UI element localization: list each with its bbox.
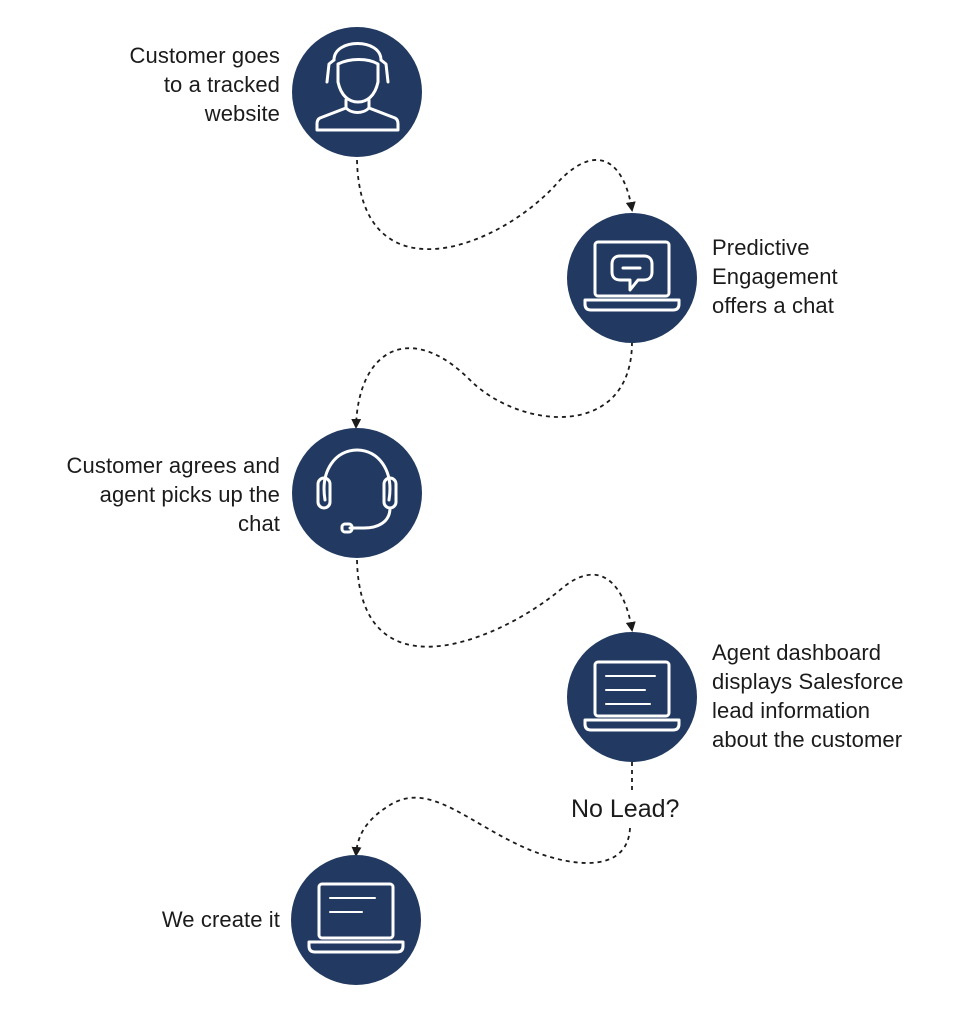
step-1-label-line: to a tracked bbox=[163, 72, 280, 97]
step-1-label: Customer goes to a tracked website bbox=[130, 41, 280, 128]
step-3-label-line: Customer agrees and bbox=[66, 453, 280, 478]
connector-step2-step3 bbox=[351, 341, 633, 429]
step-2-node bbox=[567, 213, 697, 343]
step-1-circle bbox=[292, 27, 422, 157]
step-4-label-line: lead information bbox=[712, 698, 871, 723]
step-4-label-line: Agent dashboard bbox=[712, 640, 882, 665]
step-2-label: Predictive Engagement offers a chat bbox=[712, 233, 838, 320]
step-2-circle bbox=[567, 213, 697, 343]
step-1-label-line: Customer goes bbox=[129, 43, 280, 68]
customer-icon bbox=[315, 42, 400, 132]
step-5-circle bbox=[291, 855, 421, 985]
decision-label: No Lead? bbox=[571, 795, 680, 823]
step-2-label-line: offers a chat bbox=[712, 293, 834, 318]
step-4-label: Agent dashboard displays Salesforce lead… bbox=[712, 638, 903, 754]
step-1-label-line: website bbox=[204, 101, 280, 126]
laptop-document-icon bbox=[307, 882, 405, 954]
step-3-label-line: chat bbox=[238, 511, 280, 536]
step-2-label-line: Predictive bbox=[712, 235, 810, 260]
connector-step3-step4 bbox=[356, 559, 636, 648]
step-5-label-line: We create it bbox=[161, 907, 280, 932]
step-5-label: We create it bbox=[162, 905, 280, 934]
headset-icon bbox=[316, 448, 398, 534]
step-3-circle bbox=[292, 428, 422, 558]
step-4-label-line: about the customer bbox=[712, 727, 903, 752]
laptop-dashboard-icon bbox=[583, 660, 681, 732]
step-3-node bbox=[292, 428, 422, 558]
laptop-chat-icon bbox=[583, 240, 681, 312]
step-3-label-line: agent picks up the bbox=[99, 482, 280, 507]
step-1-node bbox=[292, 27, 422, 157]
step-2-label-line: Engagement bbox=[712, 264, 838, 289]
connector-decision-step5 bbox=[351, 796, 631, 864]
step-4-circle bbox=[567, 632, 697, 762]
step-4-label-line: displays Salesforce bbox=[712, 669, 904, 694]
step-3-label: Customer agrees and agent picks up the c… bbox=[67, 451, 280, 538]
step-4-node bbox=[567, 632, 697, 762]
step-5-node bbox=[291, 855, 421, 985]
